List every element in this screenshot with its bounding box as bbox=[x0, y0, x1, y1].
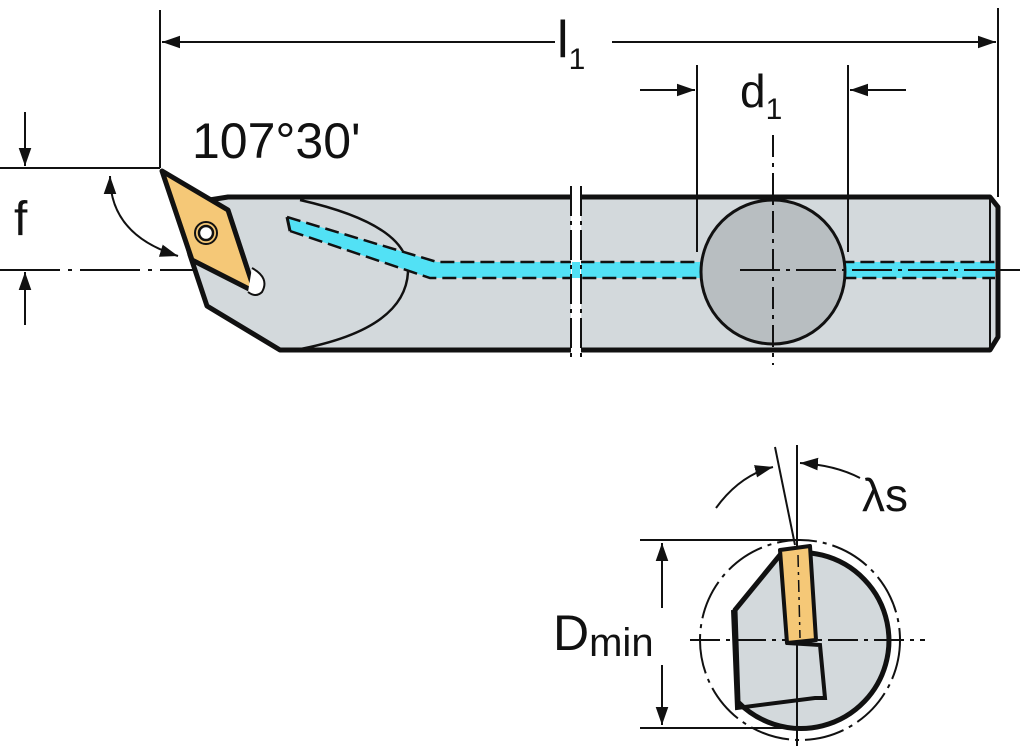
min-bore-label: Dmin bbox=[553, 605, 654, 665]
offset-dimension bbox=[0, 112, 160, 325]
angle-label: 107°30' bbox=[192, 113, 361, 169]
end-view bbox=[640, 445, 925, 746]
break-lines bbox=[570, 186, 582, 362]
length-dimension bbox=[159, 8, 999, 197]
offset-label: f bbox=[14, 193, 28, 246]
head-contour bbox=[294, 198, 410, 352]
angle-arc bbox=[103, 175, 179, 257]
inclination-label: λs bbox=[862, 469, 908, 521]
diameter-label: d1 bbox=[740, 65, 783, 126]
insert bbox=[159, 168, 266, 296]
diameter-dimension bbox=[640, 65, 906, 252]
length-label: l1 bbox=[557, 11, 586, 76]
